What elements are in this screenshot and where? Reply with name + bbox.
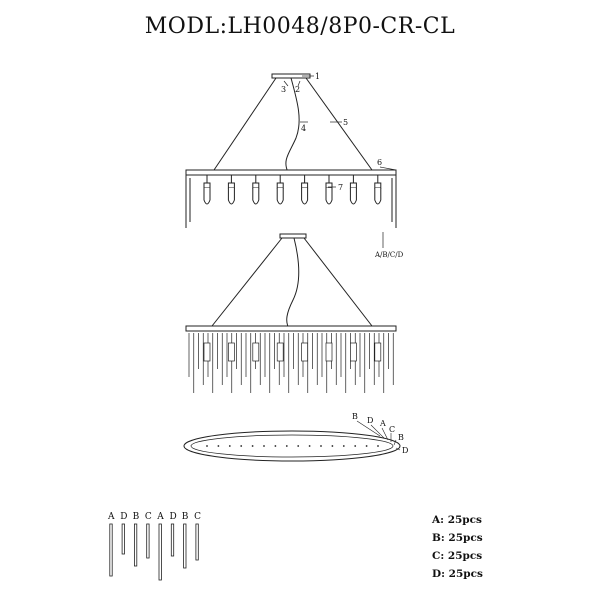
top-label-d2: D — [402, 446, 408, 455]
frame-bar-2 — [185, 325, 397, 332]
bulb — [325, 175, 333, 205]
top-view-point — [365, 445, 368, 447]
crystal-type-label: C — [194, 512, 201, 522]
bulb-outline — [301, 342, 308, 362]
callout-7: 7 — [338, 183, 343, 192]
frame-view — [185, 73, 397, 248]
bulb-outline — [325, 342, 333, 362]
bulb-outline — [252, 342, 260, 362]
callout-4: 4 — [301, 124, 306, 133]
callout-1: 1 — [315, 72, 320, 81]
top-view-point — [320, 445, 322, 447]
bulb — [301, 175, 309, 205]
callout-6: 6 — [377, 158, 382, 167]
crystal-type-label: D — [170, 512, 177, 522]
top-view-point — [263, 445, 265, 447]
bulb-outline — [350, 342, 357, 362]
crystal-rod-sample — [133, 523, 138, 567]
bulb — [349, 175, 357, 205]
top-view-point — [206, 445, 208, 447]
crystal-type-label: B — [133, 512, 140, 522]
top-view-point — [285, 445, 288, 447]
top-view-point — [331, 445, 334, 447]
bulb — [252, 175, 260, 205]
top-view-point — [251, 445, 254, 447]
top-label-c: C — [389, 425, 395, 434]
crystal-rod-sample — [146, 523, 150, 559]
crystal-rod-sample — [158, 523, 162, 581]
crystal-rod-sample — [170, 523, 175, 557]
top-view-point — [240, 445, 243, 447]
assembled-view — [185, 233, 397, 393]
frame-bar — [185, 169, 397, 176]
bulb — [276, 175, 284, 205]
top-view-point — [354, 445, 357, 447]
bulb-row — [203, 175, 382, 205]
quantity-row: D: 25pcs — [432, 568, 483, 580]
callout-3: 3 — [281, 85, 286, 94]
bulb-outline — [276, 342, 284, 362]
callout-2: 2 — [295, 85, 300, 94]
top-view-point — [377, 445, 379, 447]
top-view-point — [308, 445, 311, 447]
top-view-points — [206, 445, 379, 447]
crystal-type-label: C — [145, 512, 152, 522]
top-label-d: D — [367, 416, 373, 425]
top-view — [183, 420, 401, 462]
top-view-point — [228, 445, 231, 447]
crystal-type-label: B — [182, 512, 189, 522]
top-view-point — [274, 445, 277, 447]
quantity-row: C: 25pcs — [432, 550, 483, 562]
ceiling-canopy-2 — [279, 233, 307, 239]
bulb-outline — [228, 342, 235, 362]
top-label-a: A — [379, 419, 386, 428]
top-view-point — [342, 445, 345, 447]
power-cord — [285, 77, 300, 173]
callout-abcd: A/B/C/D — [374, 251, 404, 259]
quantity-row: A: 25pcs — [432, 514, 482, 526]
bulb-outline — [203, 342, 211, 362]
crystal-type-label: A — [156, 512, 164, 522]
top-label-b: B — [352, 412, 358, 421]
crystal-rod-sample — [183, 523, 187, 569]
crystal-rod-sample — [195, 523, 199, 561]
crystal-type-label: A — [107, 512, 115, 522]
top-view-inner — [190, 434, 394, 458]
model-title: MODL:LH0048/8P0-CR-CL — [144, 14, 456, 39]
top-view-point — [297, 445, 300, 447]
quantity-row: B: 25pcs — [432, 532, 483, 544]
bulb — [374, 175, 382, 205]
top-label-b2: B — [398, 433, 404, 442]
crystal-rod-sample — [121, 523, 125, 555]
bulb — [203, 175, 211, 205]
crystal-type-label: D — [120, 512, 127, 522]
crystal-rod-sample — [109, 523, 113, 577]
suspension-cable-left — [213, 77, 277, 171]
top-view-point — [217, 445, 220, 447]
bulb-outline — [374, 342, 382, 362]
callout-5: 5 — [343, 118, 348, 127]
suspension-cable-right — [305, 77, 373, 171]
bulb — [227, 175, 235, 205]
top-view-outer — [183, 430, 401, 462]
crystal-curtain — [188, 333, 394, 393]
